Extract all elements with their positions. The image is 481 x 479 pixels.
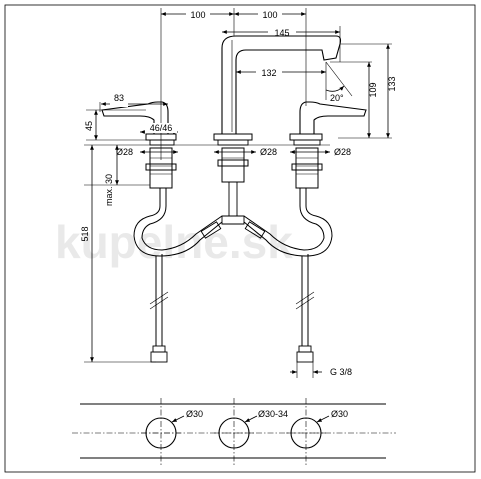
dim-right-hole-text: Ø28 bbox=[334, 147, 351, 157]
aerator-reach-dimension: 132 bbox=[236, 67, 326, 78]
connection-dimension: G 3/8 bbox=[290, 362, 352, 378]
left-handle: 83 bbox=[99, 93, 177, 146]
dim-spout-height: 109 bbox=[368, 82, 378, 97]
dim-bottom-hole-left: Ø30 bbox=[186, 409, 203, 419]
dim-aerator-reach: 132 bbox=[261, 68, 276, 78]
dim-angle: 20° bbox=[330, 93, 344, 103]
deck-dimensions: Ø28 Ø28 Ø28 Ø28 Ø28 bbox=[84, 144, 351, 157]
dim-handle-height: 45 bbox=[84, 121, 94, 131]
dim-center-hole: Ø28 bbox=[260, 147, 277, 157]
spacing-dimensions: 100 100 bbox=[160, 8, 307, 160]
spout bbox=[213, 35, 342, 146]
dim-handle-adjust: 46/46 bbox=[150, 123, 173, 133]
dim-spacing-right: 100 bbox=[262, 10, 277, 20]
dim-bottom-hole-center: Ø30-34 bbox=[258, 409, 288, 419]
watermark: kupelne.sk bbox=[55, 216, 293, 268]
dim-total-height: 133 bbox=[387, 76, 397, 91]
handle-height-dimension: 45 46/46 bbox=[84, 109, 178, 141]
dim-spout-reach: 145 bbox=[274, 28, 289, 38]
spout-angle: 20° bbox=[325, 61, 353, 103]
dim-bottom-hole-right: Ø30 bbox=[331, 409, 348, 419]
dim-spacing-left: 100 bbox=[190, 10, 205, 20]
vertical-left-dimensions: max. 30 518 bbox=[80, 145, 156, 363]
drawing-frame bbox=[4, 4, 476, 473]
height-dimensions: 109 133 bbox=[330, 43, 397, 139]
dim-max-deck: max. 30 bbox=[104, 174, 114, 206]
deck-plan-view: Ø30 Ø30-34 Ø30 bbox=[72, 398, 396, 466]
hose-assembly bbox=[133, 181, 333, 363]
dim-handle-reach: 83 bbox=[114, 93, 124, 103]
dim-left-hole: Ø28 bbox=[116, 147, 133, 157]
dim-connection: G 3/8 bbox=[330, 367, 352, 377]
dim-hose-length: 518 bbox=[80, 226, 90, 241]
